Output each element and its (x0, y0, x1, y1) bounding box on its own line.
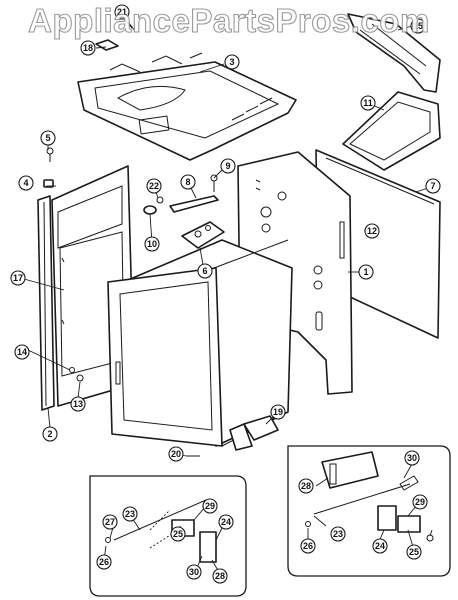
label-inset-left-24: 24 (218, 514, 234, 530)
part-14-screw (69, 367, 75, 373)
svg-text:7: 7 (430, 181, 435, 191)
label-9: 9 (220, 158, 236, 174)
svg-text:14: 14 (17, 347, 27, 357)
watermark: AppliancePartsPros.com (28, 1, 430, 39)
label-2: 2 (42, 426, 58, 442)
svg-text:26: 26 (99, 557, 109, 567)
label-17: 17 (10, 270, 26, 286)
label-21: 21 (114, 4, 130, 20)
part-4-clip (43, 179, 54, 188)
svg-text:20: 20 (171, 449, 181, 459)
svg-text:17: 17 (13, 273, 23, 283)
label-3: 3 (224, 54, 240, 70)
label-inset-right-29: 29 (412, 494, 428, 510)
svg-text:28: 28 (301, 481, 311, 491)
svg-text:28: 28 (215, 571, 225, 581)
svg-text:1: 1 (363, 267, 368, 277)
part-2-front-frame (37, 195, 55, 411)
label-8: 8 (180, 174, 196, 190)
svg-text:3: 3 (229, 57, 234, 67)
label-20: 20 (168, 446, 184, 462)
svg-text:29: 29 (415, 497, 425, 507)
svg-text:13: 13 (73, 399, 83, 409)
label-12: 12 (364, 223, 380, 239)
oven-cavity (107, 239, 293, 447)
label-inset-right-30: 30 (404, 450, 420, 466)
label-inset-right-24: 24 (372, 538, 388, 554)
inset-right (287, 445, 451, 577)
svg-text:23: 23 (333, 529, 343, 539)
svg-text:8: 8 (185, 177, 190, 187)
svg-text:29: 29 (205, 501, 215, 511)
label-inset-right-26: 26 (300, 538, 316, 554)
svg-text:30: 30 (407, 453, 417, 463)
label-19: 19 (270, 404, 286, 420)
label-13: 13 (70, 396, 86, 412)
svg-text:19: 19 (273, 407, 283, 417)
label-inset-right-23: 23 (330, 526, 346, 542)
part-10-knob (143, 205, 157, 215)
svg-text:11: 11 (363, 98, 373, 108)
svg-text:24: 24 (221, 517, 231, 527)
label-inset-left-27: 27 (102, 514, 118, 530)
svg-text:9: 9 (225, 161, 230, 171)
svg-text:6: 6 (202, 266, 207, 276)
svg-text:26: 26 (303, 541, 313, 551)
label-inset-left-28: 28 (212, 568, 228, 584)
svg-text:15: 15 (413, 21, 423, 31)
svg-text:2: 2 (47, 429, 52, 439)
part-18-bracket (95, 39, 119, 51)
part-3-burner-box (77, 52, 297, 161)
part-5-screw (46, 147, 54, 162)
svg-text:4: 4 (23, 178, 28, 188)
label-inset-left-29: 29 (202, 498, 218, 514)
svg-text:23: 23 (125, 509, 135, 519)
svg-text:24: 24 (375, 541, 385, 551)
svg-text:12: 12 (367, 226, 377, 236)
label-inset-right-25: 25 (406, 544, 422, 560)
svg-text:10: 10 (147, 239, 157, 249)
label-11: 11 (360, 95, 376, 111)
svg-text:25: 25 (409, 547, 419, 557)
part-13-bolt (76, 374, 84, 382)
label-inset-left-23: 23 (122, 506, 138, 522)
part-22-grommet (156, 196, 164, 204)
label-5: 5 (40, 130, 56, 146)
label-1: 1 (358, 264, 374, 280)
svg-text:18: 18 (83, 43, 93, 53)
label-inset-left-25: 25 (170, 526, 186, 542)
label-inset-right-28: 28 (298, 478, 314, 494)
label-10: 10 (144, 236, 160, 252)
part-11-vent-duct (342, 91, 441, 171)
label-4: 4 (18, 175, 34, 191)
label-6: 6 (197, 263, 213, 279)
svg-text:21: 21 (117, 7, 127, 17)
label-14: 14 (14, 344, 30, 360)
part-labels: 1 2 3 4 5 6 7 8 9 10 11 12 13 14 15 17 1… (10, 4, 441, 584)
svg-text:27: 27 (105, 517, 115, 527)
svg-text:30: 30 (189, 567, 199, 577)
svg-text:25: 25 (173, 529, 183, 539)
svg-text:22: 22 (149, 181, 159, 191)
label-inset-left-30: 30 (186, 564, 202, 580)
label-15: 15 (410, 18, 426, 34)
label-inset-left-26: 26 (96, 554, 112, 570)
part-19-hinge (229, 415, 279, 451)
part-6-bracket (181, 221, 225, 249)
part-15-vent-trim (347, 13, 441, 93)
svg-text:5: 5 (45, 133, 50, 143)
label-22: 22 (146, 178, 162, 194)
part-8-rod (169, 195, 219, 213)
part-21-screw (127, 21, 137, 33)
label-18: 18 (80, 40, 96, 56)
label-7: 7 (425, 178, 441, 194)
